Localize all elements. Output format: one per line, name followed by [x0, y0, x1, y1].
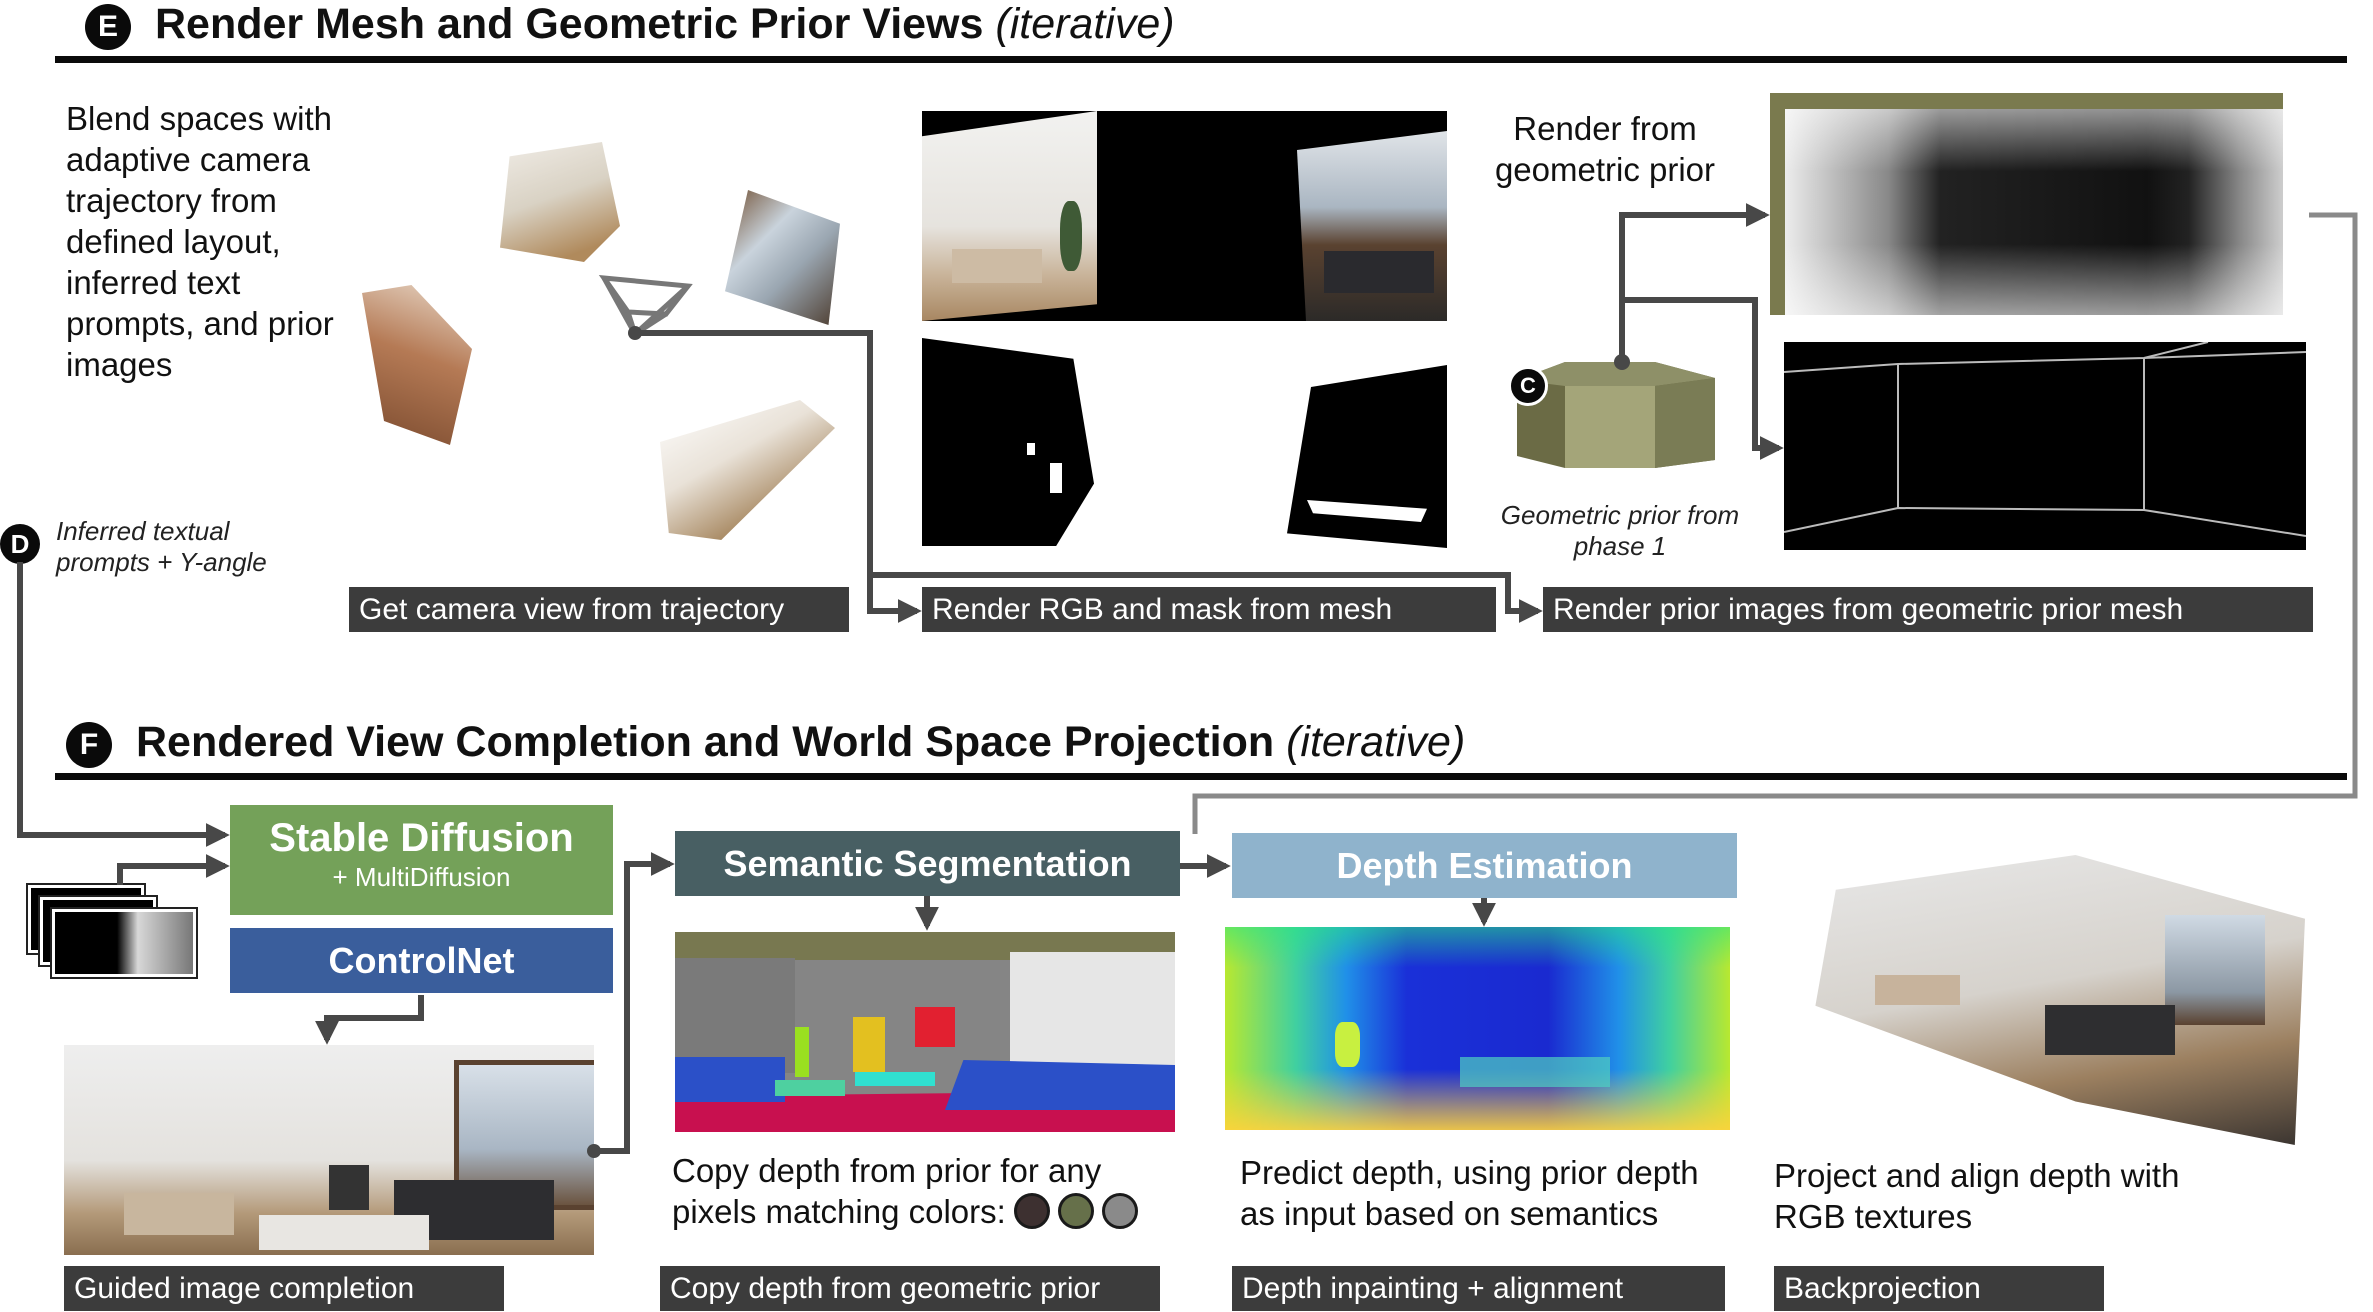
- section-e-rule: [55, 56, 2347, 63]
- connector-views-to-sd: [117, 854, 230, 885]
- trajectory-description: Blend spaces with adaptive camera trajec…: [66, 100, 334, 383]
- section-f-rule: [55, 773, 2347, 780]
- prior-edges-image: [1784, 342, 2306, 550]
- caption-guided-completion: Guided image completion: [64, 1266, 504, 1311]
- connector-dot-image: [587, 1144, 601, 1158]
- semantic-segmentation-module: Semantic Segmentation: [675, 831, 1180, 896]
- geometric-prior-caption: Geometric prior from phase 1: [1500, 500, 1740, 561]
- caption-render-prior: Render prior images from geometric prior…: [1543, 587, 2313, 632]
- copy-depth-text: Copy depth from prior for any pixels mat…: [672, 1150, 1192, 1232]
- connector-image-to-seg: [594, 852, 675, 1154]
- multidiffusion-label: + MultiDiffusion: [332, 862, 511, 892]
- segmentation-image: [675, 932, 1175, 1132]
- stable-diffusion-module: Stable Diffusion + MultiDiffusion: [230, 805, 613, 915]
- rgb-render-image: [922, 111, 1447, 321]
- connector-dot-prior: [1614, 354, 1630, 370]
- connector-controlnet-to-image: [315, 995, 424, 1045]
- connector-camera-to-prior: [870, 572, 1543, 623]
- connector-camera-to-rgb: [635, 330, 922, 623]
- mesh-fragment-living-room: [500, 142, 620, 262]
- section-f-badge: F: [66, 722, 112, 768]
- mask-right-image: [1287, 365, 1447, 548]
- stable-diffusion-label: Stable Diffusion: [269, 816, 574, 860]
- render-from-prior-label: Render from geometric prior: [1494, 110, 1716, 188]
- project-align-text: Project and align depth with RGB texture…: [1774, 1157, 2180, 1235]
- mask-left-image: [922, 338, 1094, 546]
- connector-prior-to-depth: [1619, 203, 1770, 362]
- guided-completion-image: [64, 1045, 594, 1255]
- connector-prompts-to-sd: [17, 562, 230, 847]
- prior-depth-image: [1770, 93, 2283, 315]
- section-e-title: Render Mesh and Geometric Prior Views (i…: [155, 0, 1175, 48]
- inferred-prompts-note: Inferred textual prompts + Y-angle: [56, 516, 267, 577]
- section-c-badge: C: [1508, 366, 1548, 406]
- section-d-badge: D: [0, 524, 40, 564]
- section-e-badge: E: [85, 4, 131, 50]
- caption-copy-depth: Copy depth from geometric prior: [660, 1266, 1160, 1311]
- geometric-prior-mesh: [1517, 362, 1715, 468]
- match-color-olive-icon: [1057, 1193, 1094, 1229]
- depth-estimation-image: [1225, 927, 1730, 1130]
- caption-render-rgb-mask: Render RGB and mask from mesh: [922, 587, 1496, 632]
- predict-depth-text: Predict depth, using prior depth as inpu…: [1240, 1154, 1699, 1232]
- section-f-title: Rendered View Completion and World Space…: [136, 718, 1466, 766]
- caption-backprojection: Backprojection: [1774, 1266, 2104, 1311]
- match-color-gray-icon: [1101, 1193, 1138, 1229]
- connector-prior-to-edges: [1622, 297, 1784, 460]
- match-color-dark-icon: [1013, 1193, 1050, 1229]
- connector-dot-camera: [628, 326, 642, 340]
- caption-camera-view: Get camera view from trajectory: [349, 587, 849, 632]
- controlnet-module: ControlNet: [230, 928, 613, 993]
- input-view-stack-front: [52, 909, 196, 977]
- caption-depth-inpainting: Depth inpainting + alignment: [1232, 1266, 1725, 1311]
- connector-prior-depth-to-seg: [1192, 212, 2358, 834]
- depth-estimation-module: Depth Estimation: [1232, 833, 1737, 898]
